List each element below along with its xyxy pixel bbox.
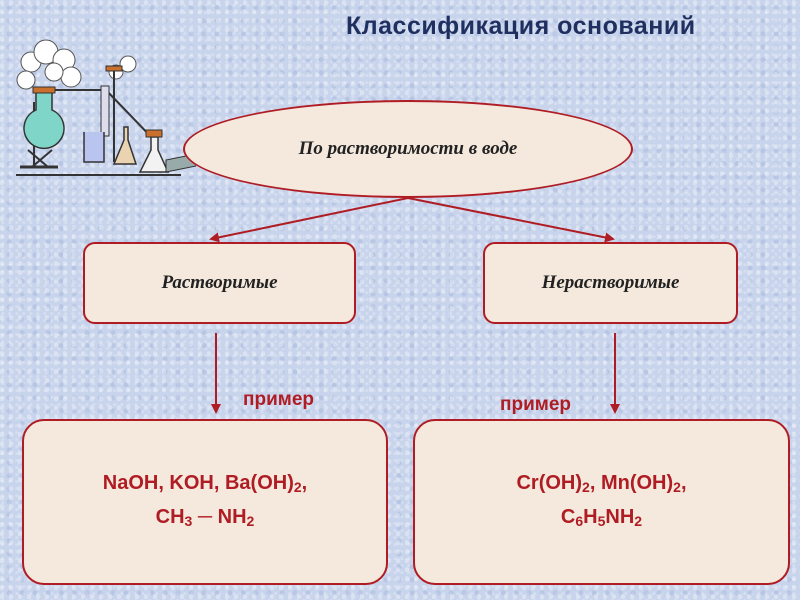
category-soluble-label: Растворимые xyxy=(161,272,278,293)
formula-line-1: Cr(OH)2, Mn(OH)2, xyxy=(516,472,687,495)
formula-line-1: NaOH, KOH, Ba(OH)2, xyxy=(102,472,308,495)
root-node-label: По растворимости в воде xyxy=(298,138,518,159)
arrow-to-insoluble xyxy=(407,197,615,243)
arrow-to-soluble xyxy=(209,197,409,243)
formula-line-2: C6H5NH2 xyxy=(560,506,643,529)
category-insoluble-label: Нерастворимые xyxy=(541,272,680,293)
examples-insoluble: Cr(OH)2, Mn(OH)2, C6H5NH2 xyxy=(413,419,790,585)
root-node xyxy=(183,100,633,198)
page-title: Классификация оснований xyxy=(346,12,696,40)
example-label-soluble: пример xyxy=(243,389,314,410)
examples-soluble: NaOH, KOH, Ba(OH)2, CH3 ─ NH2 xyxy=(22,419,388,585)
formula-line-2: CH3 ─ NH2 xyxy=(155,506,255,529)
chemistry-lab-icon xyxy=(16,39,196,176)
examples-soluble-text: NaOH, KOH, Ba(OH)2, CH3 ─ NH2 xyxy=(103,468,307,536)
examples-insoluble-text: Cr(OH)2, Mn(OH)2, C6H5NH2 xyxy=(516,468,686,536)
example-label-insoluble: пример xyxy=(500,394,571,415)
category-insoluble: Нерастворимые xyxy=(483,242,738,324)
category-soluble: Растворимые xyxy=(83,242,356,324)
